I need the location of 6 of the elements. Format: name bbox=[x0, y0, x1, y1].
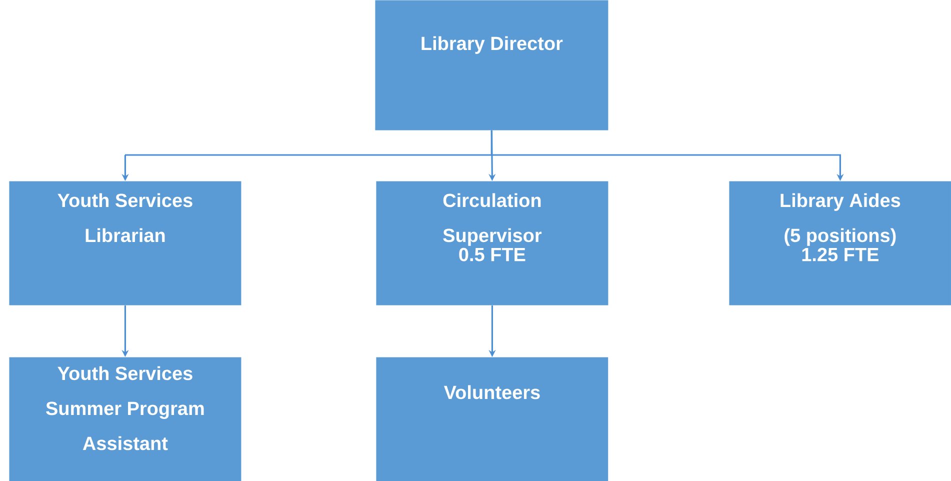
org-box: Library Aides (5 positions) 1.25 FTE bbox=[729, 181, 951, 306]
org-box: Circulation Supervisor 0.5 FTE bbox=[376, 181, 608, 306]
org-box: Volunteers bbox=[376, 357, 608, 481]
org-box: Youth Services Summer Program Assistant bbox=[9, 357, 242, 481]
org-box: Library Director bbox=[375, 0, 608, 130]
org-box: Youth Services Librarian bbox=[9, 181, 242, 306]
